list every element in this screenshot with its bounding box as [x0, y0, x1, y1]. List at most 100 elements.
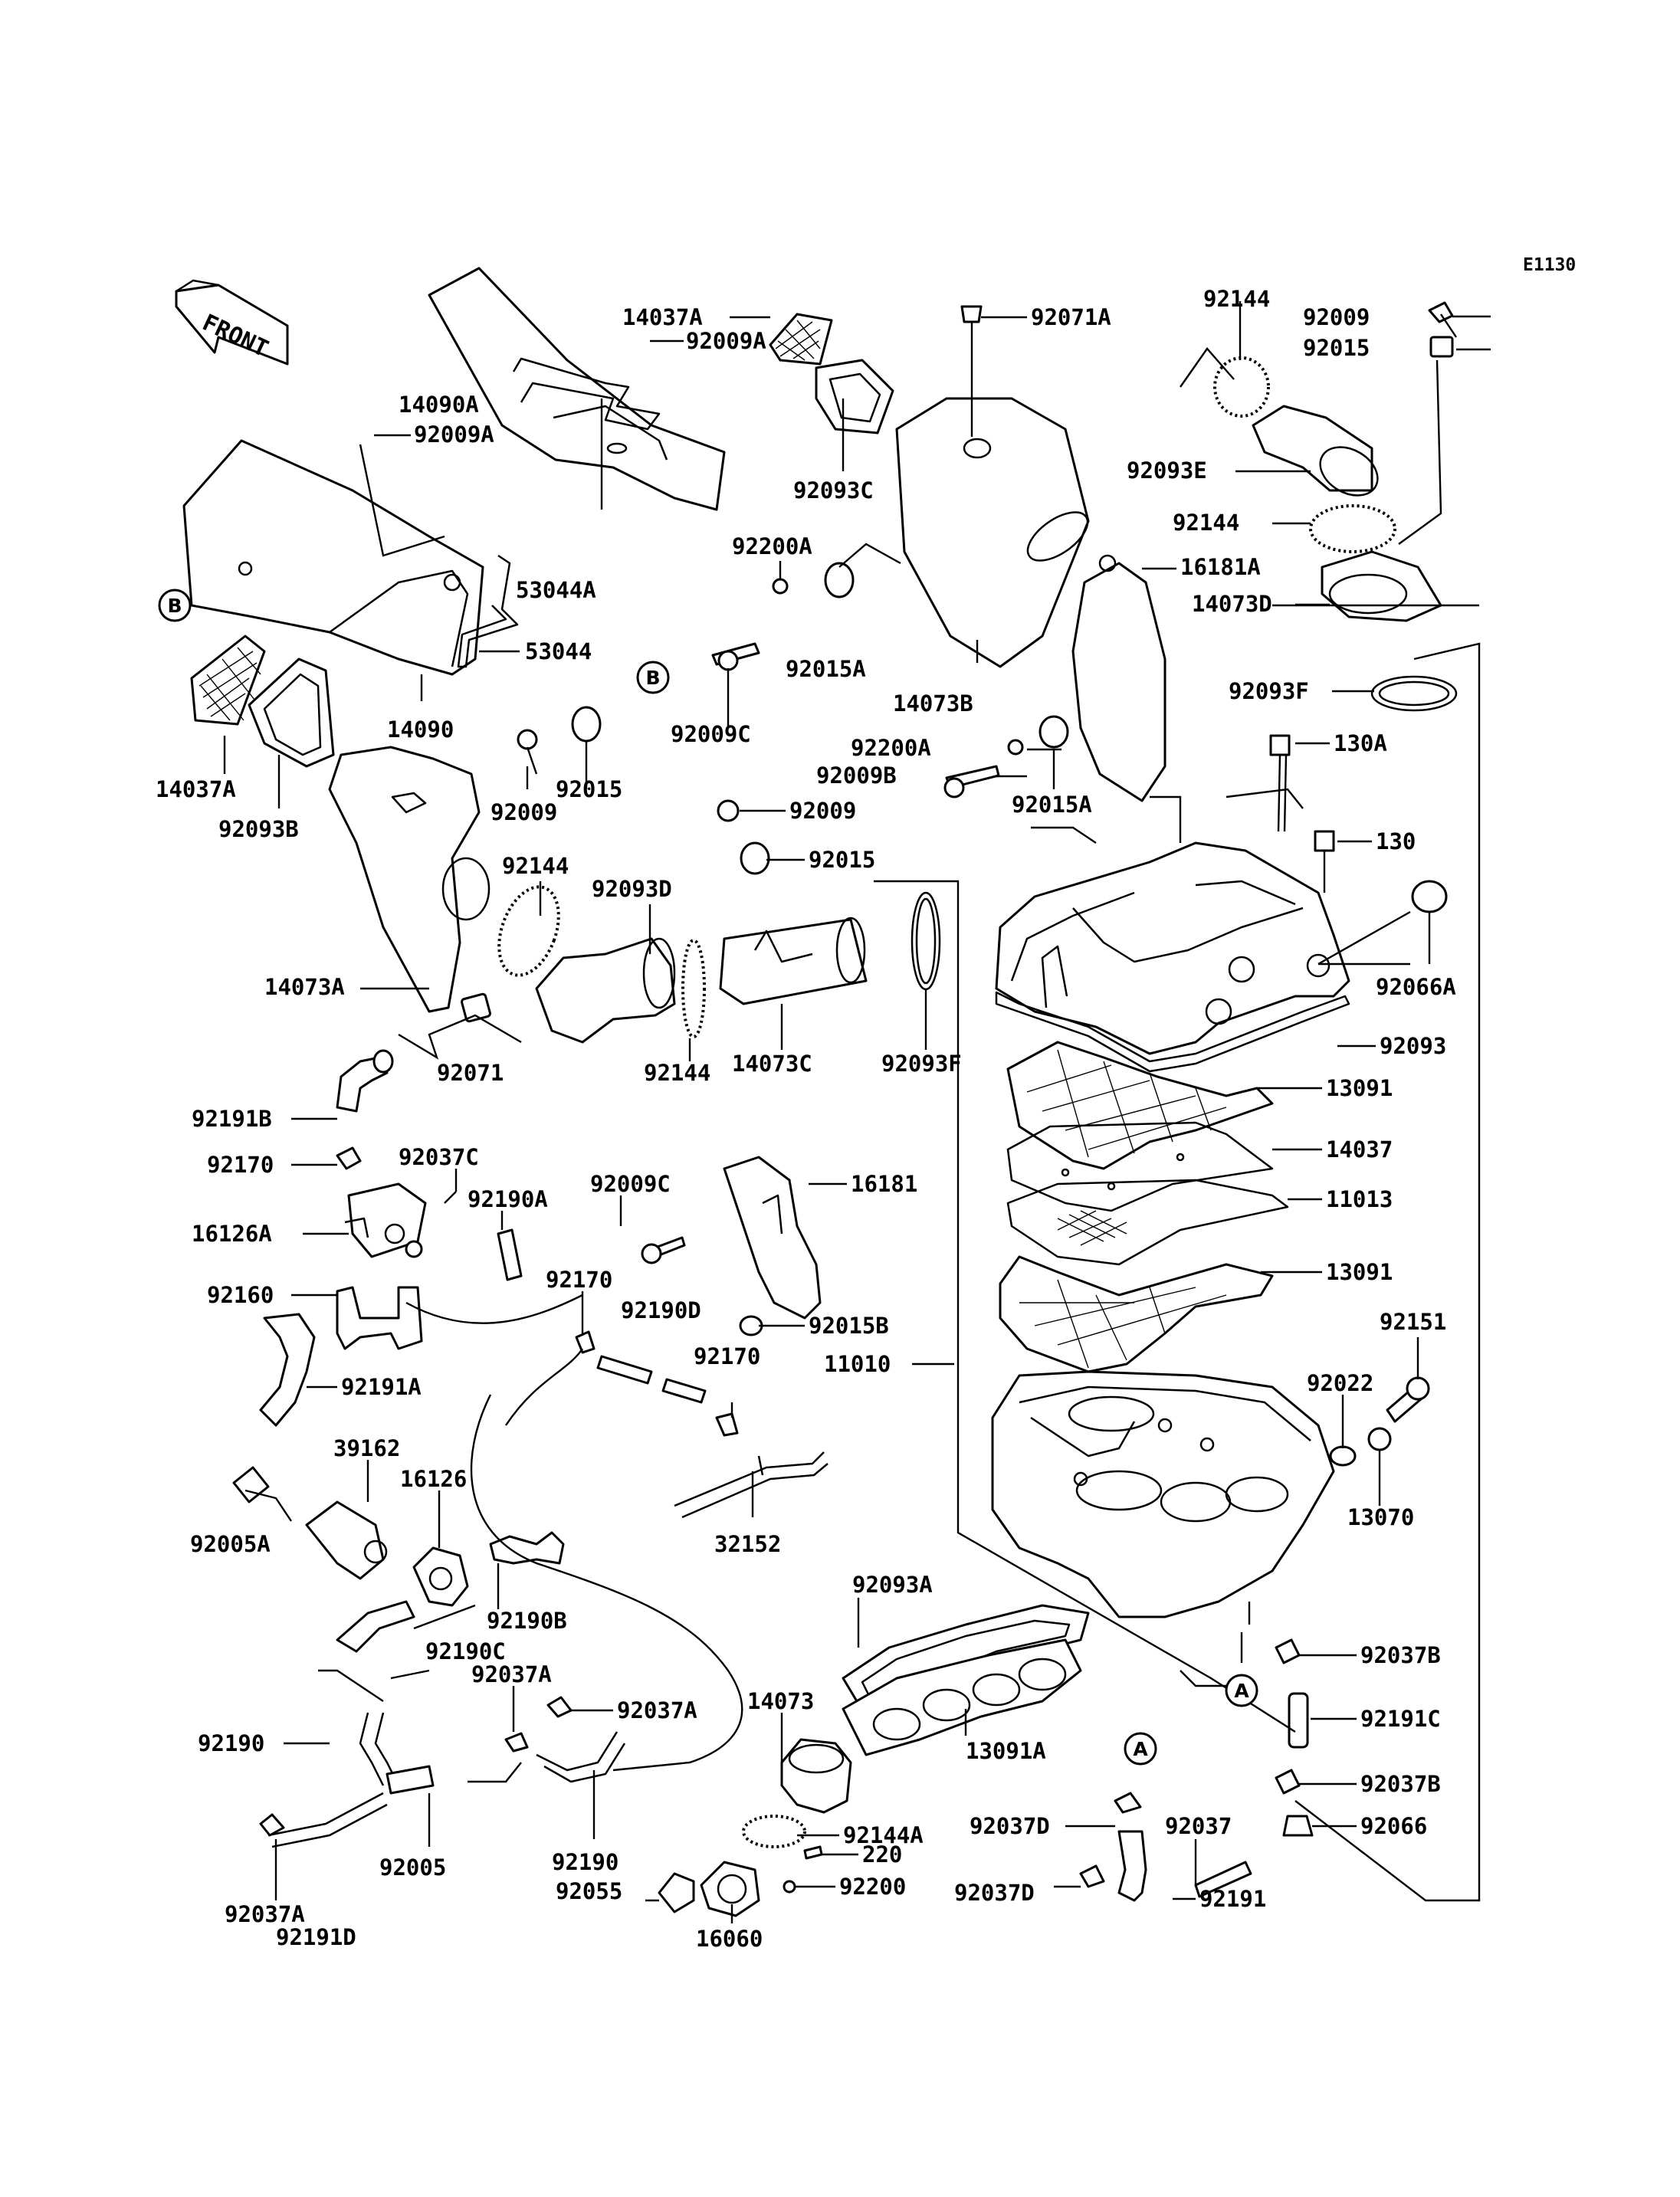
front-arrow-icon: FRONT	[175, 279, 289, 366]
part-label: 92037A	[471, 1661, 552, 1687]
ref-marker-b-mid: B	[636, 661, 670, 694]
part-label: 92009A	[686, 328, 766, 354]
part-label: 14073B	[893, 690, 973, 716]
part-label: 92022	[1307, 1370, 1373, 1396]
part-label: 92037	[1165, 1813, 1232, 1839]
part-label: 92144	[1203, 286, 1270, 312]
part-label: 92009A	[414, 421, 494, 448]
part-label: 92015A	[786, 656, 866, 682]
part-label: 92009	[491, 799, 557, 825]
ref-marker-b-left: B	[158, 589, 192, 622]
part-label: 92151	[1380, 1309, 1446, 1335]
part-label: 92170	[694, 1343, 760, 1369]
part-label: 14090	[387, 716, 454, 743]
part-label: 13070	[1347, 1504, 1414, 1530]
part-label: 14037	[1326, 1136, 1393, 1162]
svg-text:A: A	[1234, 1680, 1249, 1702]
part-label: 92093	[1380, 1033, 1446, 1059]
part-label: 220	[862, 1841, 902, 1867]
part-label: 92015	[809, 847, 875, 873]
part-label: 14037A	[156, 776, 236, 802]
part-label: 92160	[207, 1282, 274, 1308]
part-label: 92009B	[816, 762, 897, 789]
part-label: 92009	[789, 798, 856, 824]
part-label: 92190	[198, 1730, 264, 1756]
part-label: 92190A	[468, 1186, 548, 1212]
part-label: 92005A	[190, 1531, 271, 1557]
part-label: 92144	[644, 1060, 710, 1086]
part-label: 53044	[525, 638, 592, 664]
part-label: 39162	[333, 1435, 400, 1461]
part-label: 11013	[1326, 1186, 1393, 1212]
part-label: 14090A	[399, 392, 479, 418]
part-label: 92191D	[276, 1924, 356, 1950]
part-label: 13091	[1326, 1259, 1393, 1285]
part-label: 16181	[851, 1171, 917, 1197]
part-label: 11010	[824, 1351, 891, 1377]
part-label: 92005	[379, 1854, 446, 1881]
part-label: 92191A	[341, 1374, 422, 1400]
part-label: 92066	[1360, 1813, 1427, 1839]
part-label: 92093F	[881, 1051, 962, 1077]
part-label: 92200A	[732, 533, 812, 559]
part-label: 14073A	[264, 974, 345, 1000]
part-label: 92190B	[487, 1608, 567, 1634]
part-label: 92009	[1303, 304, 1370, 330]
part-label: 16181A	[1180, 554, 1261, 580]
part-label: 92144A	[843, 1822, 924, 1848]
part-label: 13091	[1326, 1075, 1393, 1101]
part-label: 16126	[400, 1466, 467, 1492]
part-label: 92191B	[192, 1106, 272, 1132]
svg-text:B: B	[645, 667, 660, 689]
part-label: 92093E	[1127, 457, 1207, 484]
part-label: 32152	[714, 1531, 781, 1557]
part-label: 92037A	[225, 1901, 305, 1927]
part-label: 92009C	[590, 1171, 671, 1197]
part-label: 92190	[552, 1849, 619, 1875]
part-label: 92191	[1199, 1886, 1266, 1912]
part-label: 92190D	[621, 1297, 701, 1323]
part-label: 13091A	[966, 1738, 1046, 1764]
svg-text:B: B	[167, 595, 182, 617]
part-label: 92066A	[1376, 974, 1456, 1000]
ref-marker-a-hose: A	[1124, 1732, 1157, 1766]
part-label: 92015A	[1012, 792, 1092, 818]
part-label: 92093D	[592, 876, 672, 902]
part-label: 92037D	[970, 1813, 1050, 1839]
part-label: 92093F	[1229, 678, 1309, 704]
part-label: 92071	[437, 1060, 504, 1086]
part-label: 92015B	[809, 1313, 889, 1339]
svg-text:A: A	[1133, 1738, 1148, 1760]
part-label: 16126A	[192, 1221, 272, 1247]
part-labels: 14037A 92009A 92071A 92144 92009 14090A …	[156, 286, 1456, 1952]
part-label: 92190C	[425, 1638, 506, 1664]
part-label: 92144	[502, 853, 569, 879]
part-label: 92009C	[671, 721, 751, 747]
part-label: 92037C	[399, 1144, 479, 1170]
part-label: 92015	[1303, 335, 1370, 361]
part-label: 92200	[839, 1874, 906, 1900]
leader-lines	[223, 301, 1491, 1923]
part-label: 130A	[1334, 730, 1387, 756]
part-label: 92093C	[793, 477, 874, 503]
part-label: 14037A	[622, 304, 703, 330]
part-label: 92170	[546, 1267, 612, 1293]
part-label: 14073C	[732, 1051, 812, 1077]
part-label: 92037B	[1360, 1771, 1441, 1797]
part-label: 92037B	[1360, 1642, 1441, 1668]
part-label: 92055	[556, 1878, 622, 1904]
ref-marker-a-case: A	[1225, 1674, 1258, 1707]
part-label: 16060	[696, 1926, 763, 1952]
part-label: 92093A	[852, 1572, 933, 1598]
part-label: 92071A	[1031, 304, 1111, 330]
part-label: 53044A	[516, 577, 596, 603]
part-label: 14073	[747, 1688, 814, 1714]
diagram-code: E1130	[1523, 255, 1576, 275]
part-label: 14073D	[1192, 591, 1272, 617]
part-label: 92170	[207, 1152, 274, 1178]
part-shapes	[182, 267, 1458, 1917]
part-label: 92037D	[954, 1880, 1035, 1906]
part-label: 92144	[1173, 510, 1239, 536]
part-label: 130	[1376, 828, 1416, 854]
part-label: 92191C	[1360, 1706, 1441, 1732]
